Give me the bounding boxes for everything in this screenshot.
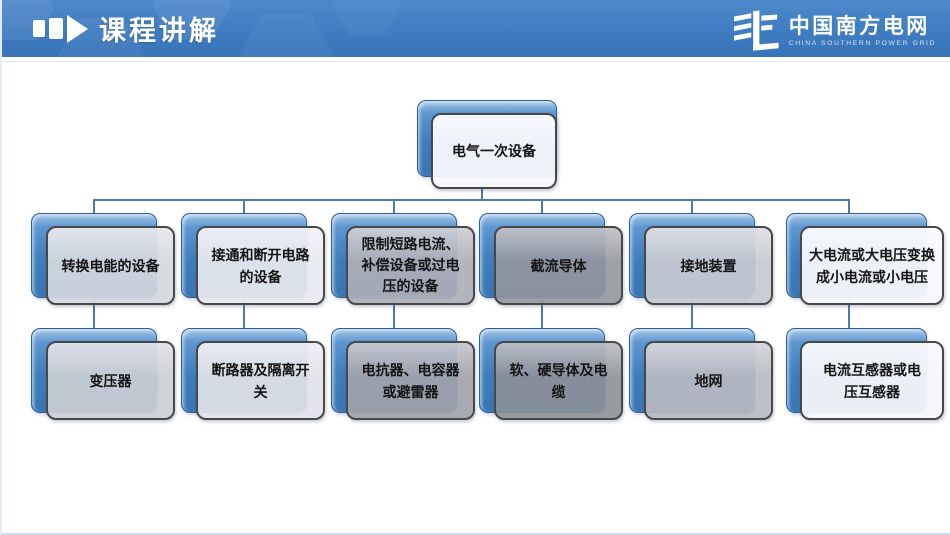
node-category-5: 接地装置 xyxy=(644,226,773,305)
csg-logo-icon xyxy=(733,10,779,51)
node-category-3: 限制短路电流、补偿设备或过电压的设备 xyxy=(346,226,475,305)
node-item-1: 变压器 xyxy=(46,341,175,420)
hexagon-decoration xyxy=(238,14,334,57)
connector-root-drop xyxy=(481,185,483,200)
connector-drop xyxy=(541,199,543,214)
connector-mid xyxy=(243,300,245,330)
connector-mid xyxy=(541,300,543,330)
connector-mid xyxy=(848,300,850,330)
connector-drop xyxy=(848,199,850,214)
connector-drop xyxy=(691,199,693,214)
node-item-5: 地网 xyxy=(644,341,773,420)
title-bullet-icon xyxy=(33,14,88,43)
node-category-6: 大电流或大电压变换成小电流或小电压 xyxy=(800,226,944,305)
hexagon-decoration xyxy=(332,0,402,36)
brand-subtitle: CHINA SOUTHERN POWER GRID xyxy=(788,40,936,47)
connector-rail xyxy=(93,199,849,201)
node-item-4: 软、硬导体及电缆 xyxy=(494,341,623,420)
node-category-1: 转换电能的设备 xyxy=(46,226,175,305)
node-category-2: 接通和断开电路的设备 xyxy=(196,226,325,305)
brand-logo: 中国南方电网 CHINA SOUTHERN POWER GRID xyxy=(733,9,936,53)
connector-mid xyxy=(393,300,395,330)
connector-mid xyxy=(93,300,95,330)
node-item-2: 断路器及隔离开关 xyxy=(196,341,325,420)
node-item-3: 电抗器、电容器或避雷器 xyxy=(346,341,475,420)
connector-mid xyxy=(691,300,693,330)
brand-name: 中国南方电网 xyxy=(788,15,930,38)
connector-drop xyxy=(393,199,395,214)
connector-drop xyxy=(243,199,245,214)
node-root: 电气一次设备 xyxy=(431,113,557,189)
slide-title: 课程讲解 xyxy=(99,16,219,46)
connector-drop xyxy=(93,199,95,214)
title-group: 课程讲解 xyxy=(33,0,219,57)
node-category-4: 截流导体 xyxy=(494,226,623,305)
brand-text: 中国南方电网 CHINA SOUTHERN POWER GRID xyxy=(789,15,936,47)
node-item-6: 电流互感器或电压互感器 xyxy=(800,341,944,420)
slide-header: 课程讲解 中国南方电网 CHINA SOUTHERN POWER GRID xyxy=(2,0,950,57)
